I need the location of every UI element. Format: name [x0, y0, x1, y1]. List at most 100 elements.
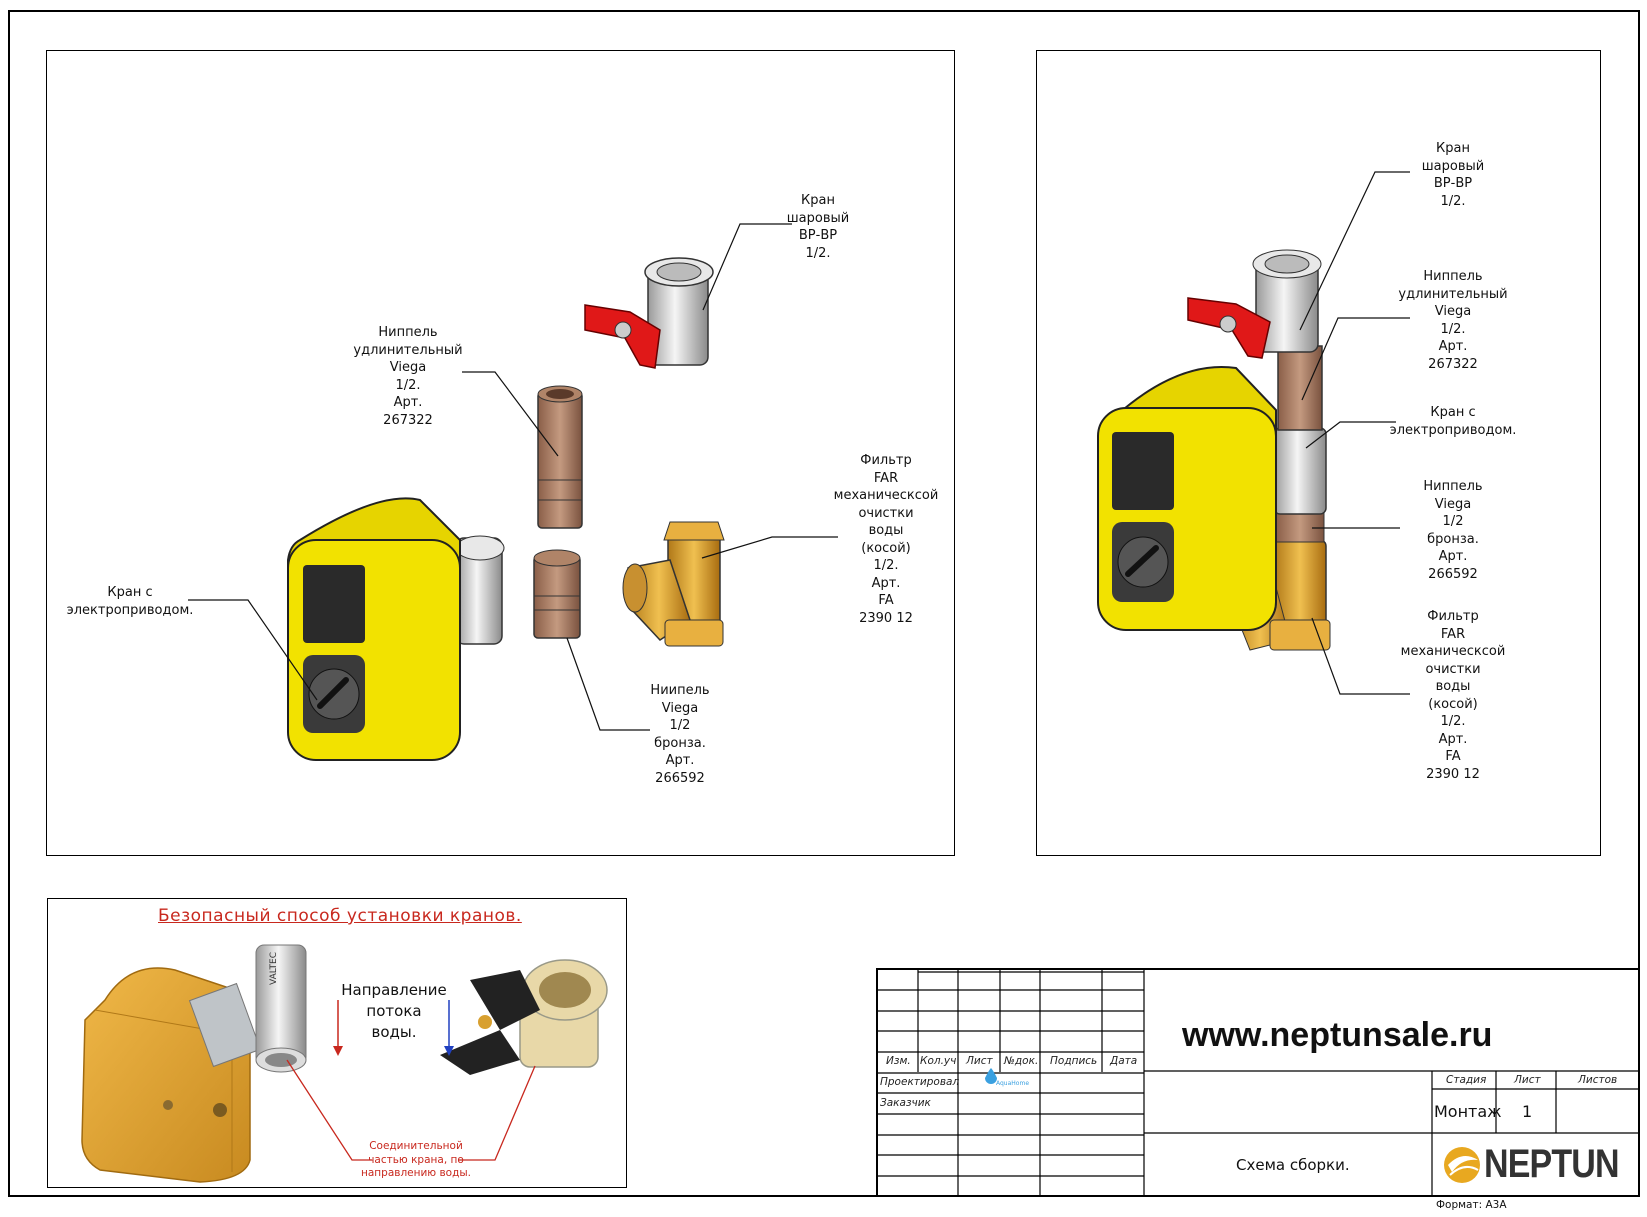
label-line: удлинительный — [1398, 286, 1508, 302]
label-line: 1/2 — [1442, 514, 1464, 529]
label-line: Соединительной — [369, 1140, 463, 1152]
label-ball-valve-left: Кран шаровый ВР-ВР 1/2. — [787, 192, 849, 262]
label-ball-valve-right: Кран шаровый ВР-ВР 1/2. — [1422, 140, 1484, 210]
exploded-view-frame — [46, 50, 955, 856]
neptun-logo-icon — [1444, 1147, 1480, 1183]
label-line: 1/2 — [669, 718, 691, 733]
label-line: FA — [1445, 749, 1461, 764]
safe-install-inset-frame — [47, 898, 627, 1188]
inset-leaders — [286, 1059, 536, 1161]
header-podpis: Подпись — [1050, 1055, 1098, 1067]
label-line: FAR — [873, 470, 899, 486]
label-line: шаровый — [786, 210, 850, 226]
header-kol: Кол.уч — [920, 1055, 957, 1067]
label-motor-valve-right: Кран с электроприводом. — [1390, 404, 1517, 439]
neptun-brand: NEPTUN — [1484, 1142, 1620, 1186]
inset-motor-valve-photo: VALTEC — [81, 944, 307, 1183]
sheet-number: 1 — [1522, 1102, 1533, 1121]
label-line: (косой) — [1428, 696, 1478, 712]
label-line: очистки — [1425, 661, 1481, 677]
aquahome-logo-text: AquaHome — [996, 1080, 1030, 1087]
header-izm: Изм. — [886, 1055, 911, 1067]
label-line: Направление — [341, 981, 447, 999]
title-block-grid — [878, 970, 1638, 1195]
header-data: Дата — [1110, 1055, 1138, 1067]
label-line: Арт. — [1438, 339, 1468, 354]
motor-valve-part — [287, 497, 505, 762]
label-line: 1/2. — [1440, 321, 1466, 337]
ball-valve-part — [584, 257, 714, 369]
aquahome-logo-icon — [985, 1068, 997, 1084]
label-line: электроприводом. — [66, 602, 194, 618]
flow-arrows — [333, 1000, 454, 1056]
label-line: ВР-ВР — [1433, 176, 1473, 191]
label-line: потока — [366, 1002, 422, 1020]
label-line: Кран с — [1430, 405, 1476, 420]
website-url[interactable]: www.neptunsale.ru — [1182, 1016, 1493, 1054]
label-line: Арт. — [1438, 549, 1468, 564]
label-extension-nipple-right: Ниппель удлинительный Viega 1/2. Арт. 26… — [1398, 268, 1507, 373]
label-line: 2390 12 — [859, 610, 913, 626]
header-ndok: №док. — [1004, 1055, 1039, 1067]
label-line: FA — [878, 593, 894, 608]
label-line: механическcой — [1400, 644, 1506, 659]
label-line: Viega — [389, 360, 427, 375]
label-line: 1/2. — [1440, 714, 1466, 729]
label-line: бронза. — [654, 735, 706, 751]
label-line: (косой) — [861, 540, 911, 556]
label-line: Фильтр — [860, 453, 912, 468]
label-line: Арт. — [871, 575, 901, 591]
label-line: FAR — [1440, 626, 1466, 642]
header-list: Лист — [966, 1055, 993, 1067]
row-proektiroval: Проектировал — [880, 1076, 960, 1088]
label-line: Фильтр — [1427, 609, 1479, 624]
sheet-format: Формат: А3А — [1436, 1199, 1507, 1211]
label-line: Арт. — [665, 753, 695, 768]
leader-lines-left — [188, 223, 838, 731]
label-line: Viega — [661, 700, 699, 716]
label-bronze-nipple-left: Ниипель Viega 1/2 бронза. Арт. 266592 — [650, 682, 709, 787]
header-stage-list: Лист — [1514, 1074, 1541, 1086]
inset-note: Соединительной частью крана, по направле… — [361, 1140, 471, 1181]
flow-direction-text: Направление потока воды. — [341, 980, 446, 1043]
label-bronze-nipple-right: Ниппель Viega 1/2 бронза. Арт. 266592 — [1423, 478, 1482, 583]
label-line: Ниипель — [650, 683, 710, 698]
assembled-view-frame — [1036, 50, 1601, 856]
label-filter-right: Фильтр FAR механическcой очистки воды (к… — [1401, 608, 1506, 783]
label-line: очистки — [858, 505, 914, 521]
leader-lines-right — [1299, 171, 1410, 695]
label-line: удлинительный — [353, 342, 463, 358]
document-title: Схема сборки. — [1236, 1156, 1350, 1174]
inset-title: Безопасный способ установки кранов. — [158, 906, 522, 926]
label-line: электроприводом. — [1389, 422, 1517, 438]
label-line: Ниппель — [1423, 479, 1483, 494]
stage-value: Монтаж — [1434, 1102, 1502, 1121]
label-line: ВР-ВР — [798, 228, 838, 243]
label-line: бронза. — [1427, 531, 1479, 547]
bronze-nipple-part — [533, 549, 581, 639]
label-filter-left: Фильтр FAR механическcой очистки воды (к… — [834, 452, 939, 627]
label-line: Ниппель — [1423, 269, 1483, 284]
assembled-stack — [1097, 249, 1331, 651]
label-line: направлению воды. — [361, 1167, 471, 1179]
label-line: 1/2. — [805, 245, 831, 261]
label-line: воды. — [371, 1023, 417, 1041]
title-block — [876, 968, 1640, 1197]
label-line: 2390 12 — [1426, 766, 1480, 782]
label-line: 1/2. — [1440, 193, 1466, 209]
label-line: Арт. — [393, 395, 423, 410]
valve-marking: VALTEC — [269, 952, 279, 985]
label-line: Арт. — [1438, 731, 1468, 747]
label-line: воды — [868, 523, 904, 538]
label-line: 1/2. — [873, 558, 899, 573]
label-line: воды — [1435, 679, 1471, 694]
label-line: 266592 — [1428, 566, 1478, 582]
header-listov: Листов — [1578, 1074, 1618, 1086]
label-motor-valve-left: Кран с электроприводом. — [67, 584, 194, 619]
header-stadiya: Стадия — [1446, 1074, 1487, 1086]
label-line: шаровый — [1421, 158, 1485, 174]
label-line: 1/2. — [395, 377, 421, 393]
label-line: 266592 — [655, 770, 705, 786]
label-extension-nipple-left: Ниппель удлинительный Viega 1/2. Арт. 26… — [353, 324, 462, 429]
